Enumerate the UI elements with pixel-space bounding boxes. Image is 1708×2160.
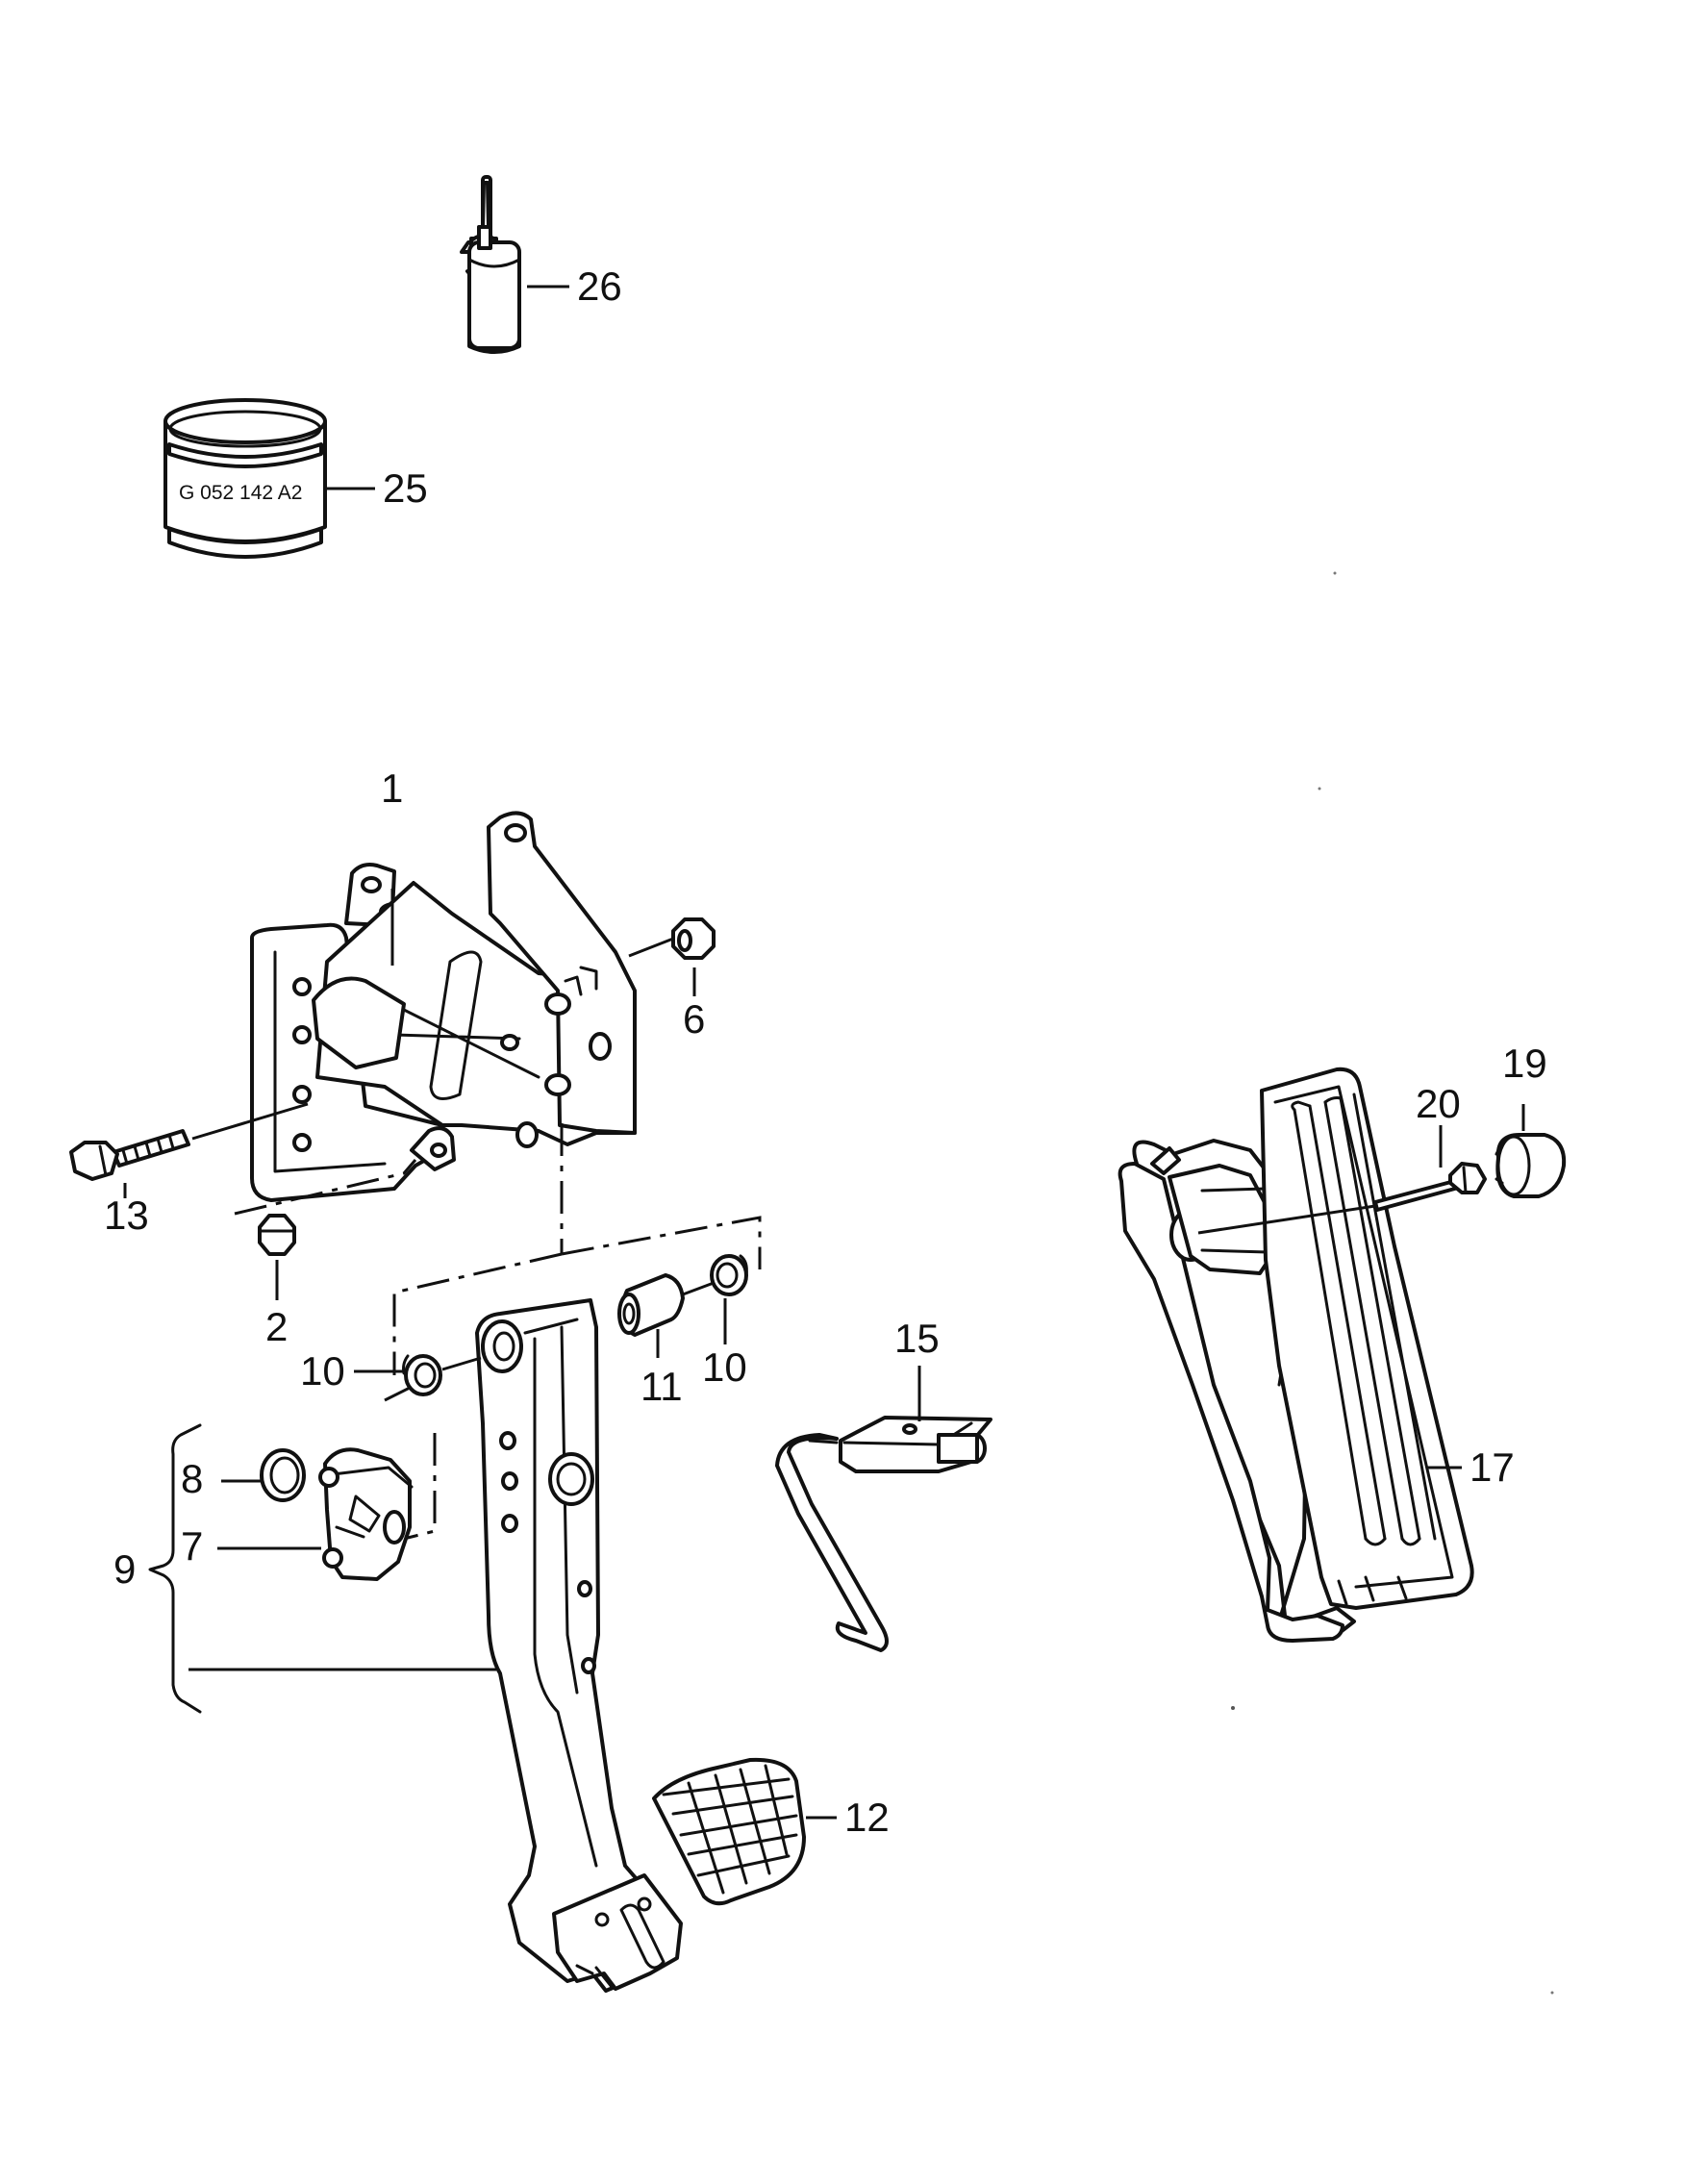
part-1-pedal-bracket — [69, 811, 716, 1300]
callout-17: 17 — [1469, 1444, 1515, 1490]
callout-8: 8 — [181, 1456, 203, 1501]
part-12-pedal-pad — [652, 1757, 837, 1906]
callout-9: 9 — [113, 1546, 136, 1592]
part-11-sleeve — [617, 1273, 715, 1358]
callout-10-right: 10 — [702, 1344, 747, 1390]
callout-13: 13 — [104, 1193, 149, 1238]
callout-11: 11 — [640, 1364, 683, 1409]
part-9-brake-pedal — [148, 1298, 683, 1993]
callout-1: 1 — [381, 766, 403, 811]
callout-15: 15 — [894, 1316, 940, 1361]
part-8-seal-ring — [221, 1448, 306, 1502]
callout-6: 6 — [683, 996, 705, 1042]
callout-25: 25 — [383, 465, 428, 511]
callout-7: 7 — [181, 1523, 203, 1569]
callout-19: 19 — [1502, 1041, 1547, 1086]
callout-2: 2 — [265, 1304, 288, 1349]
scan-specks — [1231, 571, 1554, 1995]
part-26-sealant-bottle — [460, 175, 569, 354]
part-17-accelerator-pedal — [1118, 1067, 1567, 1643]
part-7-pedal-switch — [217, 1447, 414, 1581]
callout-12: 12 — [844, 1795, 890, 1840]
container-label: G 052 142 A2 — [179, 482, 302, 504]
callout-20: 20 — [1416, 1081, 1461, 1126]
callout-labels: 26 25 G 052 142 A2 1 6 13 2 10 11 10 8 7… — [104, 264, 1547, 1840]
part-10-bushing-right — [710, 1254, 748, 1344]
part-25-container — [163, 398, 375, 559]
callout-26: 26 — [577, 264, 622, 309]
part-15-rod — [775, 1366, 992, 1652]
part-10-bushing-left — [354, 1354, 482, 1396]
callout-10-left: 10 — [300, 1348, 345, 1394]
